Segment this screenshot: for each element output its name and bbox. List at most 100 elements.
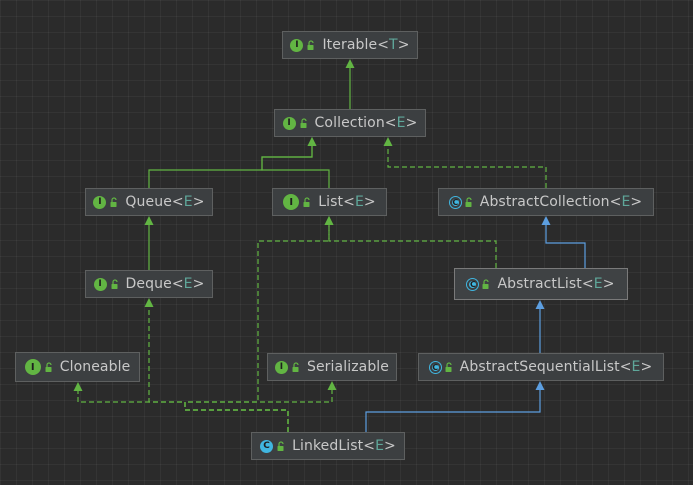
node-deque[interactable]: I Deque<E> [85,270,213,298]
edge-line [148,146,313,188]
class-name: List [318,194,344,210]
edge-line [184,225,330,432]
interface-icon: I [24,359,41,375]
open-lock-icon [111,278,118,289]
interface-icon: I [290,38,304,52]
node-label: Iterable<T> [322,37,409,53]
open-lock-icon [110,196,118,207]
edge-list-to-collection [261,137,330,188]
edge-abstract-collection-to-collection [383,137,547,188]
open-lock-icon [307,39,315,50]
node-collection[interactable]: I Collection<E> [274,109,426,137]
class-name: Deque [125,276,172,292]
edge-arrowhead [345,59,355,68]
type-param: E [631,359,641,375]
open-lock-icon [300,117,307,128]
interface-icon: I [93,195,107,209]
edge-arrowhead [144,298,154,307]
generic-close: > [384,438,396,454]
class-name: Collection [314,115,385,131]
edge-arrowhead [324,216,334,225]
class-name: Serializable [306,359,390,375]
edge-arrowhead [327,381,337,390]
type-param: E [354,194,364,210]
class-name: LinkedList [292,438,364,454]
generic-close: > [192,194,205,210]
edge-linked-list-to-serializable [184,381,337,432]
node-list[interactable]: I List<E> [272,188,387,216]
node-label: AbstractCollection<E> [480,194,642,210]
node-label: Serializable [307,359,389,375]
generic-open: < [363,438,376,454]
abstract-class-icon: C [449,196,461,208]
open-lock-icon [292,361,299,372]
generic-open: < [619,359,632,375]
node-label: Cloneable [60,359,131,375]
type-param: E [183,276,193,292]
edge-abstract-list-to-abstract-collection [541,216,586,268]
edge-line [387,146,547,188]
type-param: E [375,438,385,454]
edge-arrowhead [541,216,551,225]
node-label: AbstractSequentialList<E> [460,359,653,375]
edge-queue-to-collection [148,137,317,188]
edge-line [261,146,330,188]
class-icon: C [260,439,274,453]
node-iterable[interactable]: I Iterable<T> [282,31,418,59]
class-name: Cloneable [59,359,131,375]
type-param: E [396,115,406,131]
open-lock-icon [445,361,452,372]
class-name: Iterable [322,37,378,53]
generic-open: < [384,115,397,131]
edge-line [365,390,541,432]
edge-collection-to-iterable [345,59,355,109]
generic-open: < [171,276,184,292]
generic-close: > [363,194,376,210]
open-lock-icon [482,278,490,289]
type-param: E [183,194,193,210]
edge-deque-to-queue [144,216,154,270]
node-label: AbstractList<E> [497,276,614,292]
node-label: Queue<E> [125,194,204,210]
edge-abstract-list-to-list [324,216,497,268]
edge-abstract-sequential-list-to-abstract-list [535,300,545,353]
node-abstract-sequential-list[interactable]: C AbstractSequentialList<E> [418,353,664,381]
edge-arrowhead [383,137,393,146]
generic-close: > [630,194,643,210]
open-lock-icon [45,361,52,372]
generic-close: > [397,37,410,53]
node-abstract-collection[interactable]: C AbstractCollection<E> [438,188,654,216]
node-label: Deque<E> [126,276,205,292]
class-name: AbstractSequentialList [459,359,620,375]
edge-arrowhead [535,300,545,309]
node-cloneable[interactable]: I Cloneable [15,352,140,382]
abstract-class-icon: C [467,278,479,290]
interface-icon: I [282,116,296,130]
generic-open: < [343,194,355,210]
edge-arrowhead [144,216,154,225]
edge-linked-list-to-list [184,216,334,432]
interface-icon: I [274,360,288,374]
class-name: AbstractList [497,276,582,292]
edge-line [328,225,497,268]
node-abstract-list[interactable]: C AbstractList<E> [454,268,628,300]
node-linked-list[interactable]: C LinkedList<E> [251,432,405,460]
type-param: E [621,194,631,210]
generic-open: < [377,37,390,53]
node-queue[interactable]: I Queue<E> [85,188,213,216]
edge-linked-list-to-cloneable [73,382,289,432]
generic-open: < [171,194,184,210]
abstract-class-icon: C [429,361,441,373]
generic-close: > [405,115,418,131]
node-serializable[interactable]: I Serializable [267,353,397,381]
class-name: AbstractCollection [479,194,610,210]
class-name: Queue [125,194,172,210]
edge-arrowhead [307,137,317,146]
interface-icon: I [283,194,300,210]
open-lock-icon [465,196,472,207]
interface-icon: I [93,277,107,291]
open-lock-icon [303,196,310,207]
generic-open: < [581,276,594,292]
